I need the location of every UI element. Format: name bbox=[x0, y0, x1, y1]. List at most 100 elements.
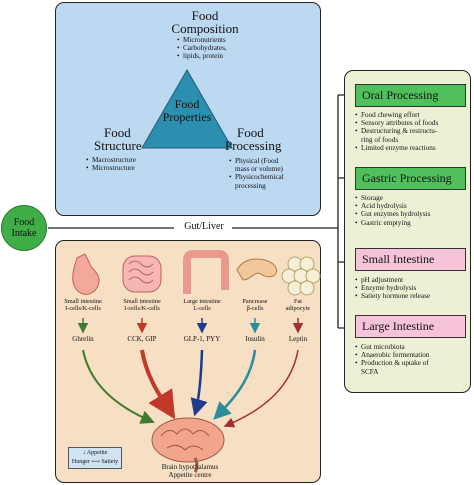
ghrelin-to-brain-arrow bbox=[82, 349, 155, 424]
stage-item-text: Food chewing effort bbox=[361, 111, 420, 119]
composition-title-line1: Food bbox=[191, 8, 219, 23]
food-properties-label: Food Properties bbox=[155, 98, 219, 124]
leptin-to-brain-arrow bbox=[223, 349, 299, 428]
organ-label-line: I-cells/K-cells bbox=[124, 305, 160, 312]
organ-label-line: Small intestine bbox=[123, 298, 161, 305]
stage-item: •Gastric emptying bbox=[355, 218, 411, 227]
stage-item: •Destructuring & restructu- bbox=[355, 127, 438, 136]
organ-label-stomach: Small intestine I-cells/K-cells bbox=[56, 298, 110, 312]
processing-item: mass or volume) bbox=[235, 165, 283, 174]
stage-item: •Enzyme hydrolysis bbox=[355, 284, 417, 293]
organ-label-pancreas: Pancrease β-cells bbox=[228, 298, 282, 312]
stage-list-small-intestine: •pH adjustment •Enzyme hydrolysis •Satie… bbox=[355, 276, 467, 301]
organ-label-line: adipocyte bbox=[285, 305, 311, 312]
stage-header-oral-processing: Oral Processing bbox=[355, 84, 466, 107]
stage-header-gastric-processing: Gastric Processing bbox=[355, 167, 466, 190]
food-properties-triangle bbox=[141, 68, 233, 149]
brain-label-line1: Brain hypothalamus bbox=[161, 463, 219, 471]
processing-item-text: Physicochemical bbox=[235, 173, 284, 182]
stage-item-text: Acid hydrolysis bbox=[361, 202, 407, 211]
stage-item: •Gut microbiota bbox=[355, 343, 405, 351]
insulin-to-brain-arrow bbox=[213, 349, 257, 420]
stage-header-large-intestine: Large Intestine bbox=[355, 315, 466, 338]
processing-title-line2: Processing bbox=[225, 138, 282, 153]
organ-label-line: Large intestine bbox=[183, 298, 221, 305]
stage-item: •Limited enzyme reactions bbox=[355, 143, 436, 152]
processing-item: •Physicochemical bbox=[229, 173, 284, 182]
composition-item: Micronutrients bbox=[177, 36, 277, 44]
processing-item: •Physical (Food bbox=[229, 157, 279, 165]
stage-item: •Satiety hormone release bbox=[355, 292, 431, 301]
food-processing-title: Food Processing bbox=[225, 126, 319, 152]
organ-label-line: Small intestine bbox=[64, 298, 102, 305]
stage-item: •Production & uptake of bbox=[355, 359, 429, 368]
stage-item-text: Storage bbox=[361, 194, 383, 202]
stage-item: •pH adjustment bbox=[355, 276, 404, 284]
stage-item-text: Gut enzymes hydrolysis bbox=[361, 210, 431, 219]
cck-to-brain-arrow bbox=[140, 349, 176, 420]
hormone-glp1-pyy: GLP-1, PYY bbox=[183, 335, 221, 343]
food-structure-title: Food Structure bbox=[88, 126, 178, 152]
stage-item-text: Satiety hormone release bbox=[361, 292, 431, 301]
organ-label-line: L-cells bbox=[193, 305, 211, 312]
stage-item-text: Anaerobic fermentation bbox=[361, 351, 430, 360]
composition-title-line2: Composition bbox=[171, 21, 239, 36]
organ-label-line: Fat bbox=[293, 298, 303, 305]
gut-liver-label: Gut/Liver bbox=[184, 221, 224, 232]
hormone-leptin: Leptin bbox=[288, 335, 308, 343]
processing-list: •Physical (Food mass or volume) •Physico… bbox=[229, 157, 317, 190]
digestion-stages-panel bbox=[344, 70, 471, 393]
food-intake-line1: Food bbox=[13, 217, 35, 228]
stage-item: SCFA bbox=[361, 367, 379, 376]
stage-item: •Gut enzymes hydrolysis bbox=[355, 210, 431, 219]
brain-label-line2: Appetite centre bbox=[168, 471, 212, 479]
fat-adipocyte-icon bbox=[281, 256, 321, 296]
organ-label-fat: Fat adipocyte bbox=[271, 298, 325, 312]
organ-label-large-intestine: Large intestine L-cells bbox=[175, 298, 229, 312]
stage-list-gastric: •Storage •Acid hydrolysis •Gut enzymes h… bbox=[355, 194, 467, 227]
composition-list: Micronutrients Carbohydrates, lipids, pr… bbox=[177, 36, 277, 61]
hormone-ghrelin: Ghrelin bbox=[72, 335, 94, 343]
stage-item: •Acid hydrolysis bbox=[355, 202, 407, 211]
composition-item: Carbohydrates, bbox=[177, 44, 277, 52]
brain-label: Brain hypothalamus Appetite centre bbox=[150, 463, 230, 479]
stage-item: ring of foods bbox=[361, 135, 399, 144]
structure-item: Macrostructure bbox=[86, 156, 176, 164]
food-intake-circle: Food Intake bbox=[1, 205, 47, 251]
brain-icon bbox=[151, 417, 225, 473]
legend-line2: Hunger ⟷ Satiety bbox=[71, 459, 119, 465]
hormone-cck-gip: CCK, GIP bbox=[127, 335, 157, 343]
processing-item-text: Physical (Food bbox=[235, 157, 279, 165]
structure-item: Microstructure bbox=[86, 164, 176, 172]
structure-title-line1: Food bbox=[104, 125, 131, 140]
stage-item: •Food chewing effort bbox=[355, 111, 420, 119]
processing-title-line1: Food bbox=[237, 125, 264, 140]
structure-list: Macrostructure Microstructure bbox=[86, 156, 176, 173]
small-intestine-icon bbox=[122, 255, 162, 293]
stage-item: •Storage bbox=[355, 194, 383, 202]
stage-item-text: Sensory attributes of foods bbox=[361, 119, 439, 128]
stage-item-text: Destructuring & restructu- bbox=[361, 127, 438, 136]
stomach-icon bbox=[72, 253, 100, 295]
stage-item-text: Enzyme hydrolysis bbox=[361, 284, 417, 293]
pancreas-icon bbox=[236, 258, 277, 281]
food-intake-line2: Intake bbox=[11, 228, 37, 239]
stage-item-text: Gut microbiota bbox=[361, 343, 405, 351]
stage-item: •Anaerobic fermentation bbox=[355, 351, 430, 360]
stage-item-text: Gastric emptying bbox=[361, 218, 411, 227]
organ-illustrations bbox=[72, 250, 321, 473]
stage-header-small-intestine: Small Intestine bbox=[355, 248, 466, 271]
organ-label-line: Pancrease bbox=[242, 298, 268, 305]
properties-line2: Properties bbox=[162, 110, 212, 124]
stage-item-text: pH adjustment bbox=[361, 276, 404, 284]
organ-label-small-intestine: Small intestine I-cells/K-cells bbox=[115, 298, 169, 312]
organ-label-line: β-cells bbox=[246, 305, 264, 312]
stage-list-large-intestine: •Gut microbiota •Anaerobic fermentation … bbox=[355, 343, 467, 376]
properties-line1: Food bbox=[174, 97, 200, 111]
glp1-to-brain-arrow bbox=[190, 349, 208, 417]
large-intestine-icon bbox=[183, 250, 229, 294]
appetite-legend: ↓ Appetite Hunger ⟷ Satiety bbox=[68, 447, 122, 469]
food-composition-title: Food Composition bbox=[150, 9, 260, 35]
hormone-insulin: Insulin bbox=[245, 335, 265, 343]
structure-title-line2: Structure bbox=[94, 138, 142, 153]
